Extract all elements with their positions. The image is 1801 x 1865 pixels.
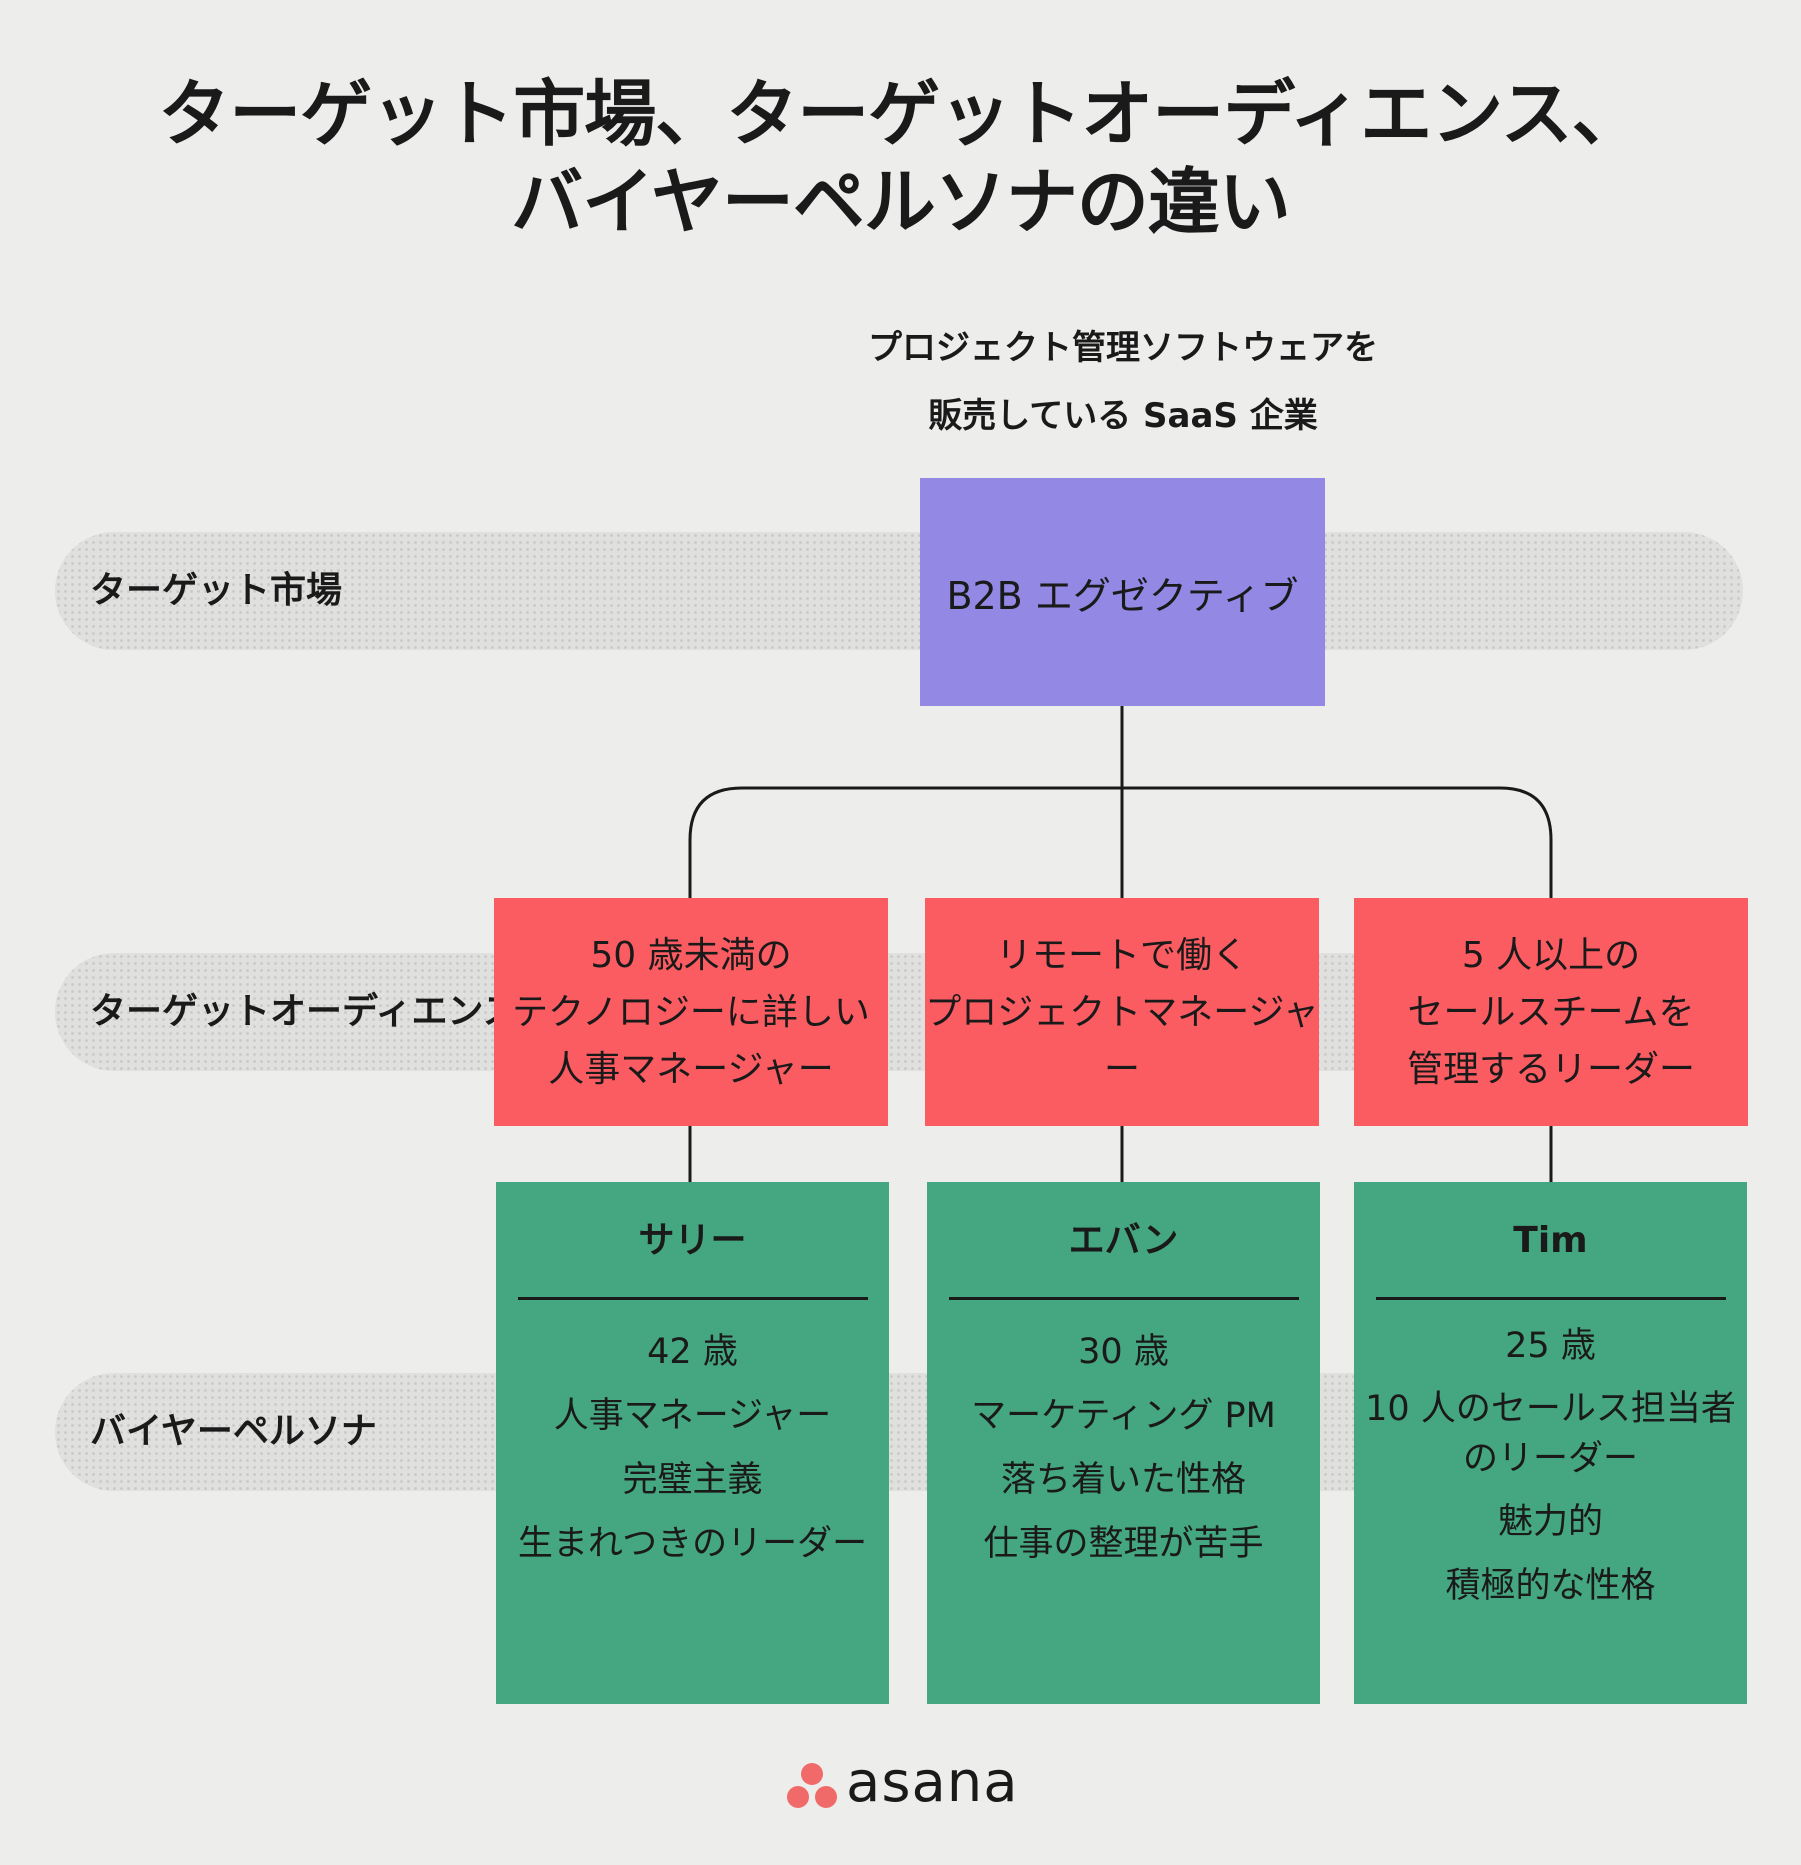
audience-1-line: 人事マネージャー <box>548 1048 834 1090</box>
band-target-market <box>55 532 1743 650</box>
page-title-line-1: ターゲット市場、ターゲットオーディエンス、 <box>158 72 1644 156</box>
company-caption-line-1: プロジェクト管理ソフトウェアを <box>868 328 1378 368</box>
persona-card-3: Tim 25 歳 10 人のセールス担当者 のリーダー 魅力的 積極的な性格 <box>1354 1182 1747 1704</box>
asana-logo-wordmark: asana <box>846 1750 1019 1815</box>
persona-card-2: エバン 30 歳 マーケティング PM 落ち着いた性格 仕事の整理が苦手 <box>927 1182 1320 1704</box>
row-label-target-audience: ターゲットオーディエンス <box>90 991 519 1032</box>
audience-1-line: 50 歳未満の <box>590 934 792 976</box>
persona-2-attr: 仕事の整理が苦手 <box>983 1524 1264 1564</box>
persona-1-attr: 完璧主義 <box>622 1460 763 1500</box>
audience-1-line: テクノロジーに詳しい <box>512 991 870 1033</box>
market-box-label: B2B エグゼクティブ <box>946 573 1299 618</box>
persona-2-attr: 30 歳 <box>1078 1332 1169 1372</box>
persona-1-name: サリー <box>517 1182 868 1300</box>
audience-2-line: リモートで働く <box>995 934 1248 976</box>
market-box: B2B エグゼクティブ <box>920 478 1325 706</box>
persona-card-1: サリー 42 歳 人事マネージャー 完璧主義 生まれつきのリーダー <box>496 1182 889 1704</box>
persona-3-attr: 魅力的 <box>1497 1502 1603 1542</box>
asana-logo-icon <box>787 1763 837 1808</box>
persona-2-attr: 落ち着いた性格 <box>1000 1460 1246 1500</box>
persona-3-attr: 積極的な性格 <box>1445 1566 1656 1606</box>
audience-box-3: 5 人以上の セールスチームを 管理するリーダー <box>1354 898 1748 1126</box>
connector-bus <box>688 786 1553 898</box>
audience-3-line: 5 人以上の <box>1461 934 1641 976</box>
persona-2-attr: マーケティング PM <box>971 1396 1276 1436</box>
row-label-buyer-persona: バイヤーペルソナ <box>90 1411 377 1452</box>
audience-2-line: プロジェクトマネージャー <box>925 991 1319 1090</box>
persona-2-name: エバン <box>948 1182 1299 1300</box>
persona-3-attr: 25 歳 <box>1505 1326 1596 1366</box>
persona-1-attr: 人事マネージャー <box>553 1396 832 1436</box>
row-label-target-market: ターゲット市場 <box>90 570 343 611</box>
persona-3-attr: 10 人のセールス担当者 のリーダー <box>1365 1389 1736 1479</box>
company-caption-line-2: 販売している SaaS 企業 <box>928 396 1318 436</box>
page-title-line-2: バイヤーペルソナの違い <box>511 160 1291 244</box>
audience-box-1: 50 歳未満の テクノロジーに詳しい 人事マネージャー <box>494 898 888 1126</box>
audience-box-2: リモートで働く プロジェクトマネージャー <box>925 898 1319 1126</box>
persona-1-attr: 生まれつきのリーダー <box>517 1524 868 1564</box>
audience-3-line: 管理するリーダー <box>1406 1048 1695 1090</box>
audience-3-line: セールスチームを <box>1407 991 1695 1033</box>
asana-logo: asana <box>786 1750 1026 1822</box>
persona-1-attr: 42 歳 <box>647 1332 738 1372</box>
persona-3-name: Tim <box>1375 1182 1726 1300</box>
